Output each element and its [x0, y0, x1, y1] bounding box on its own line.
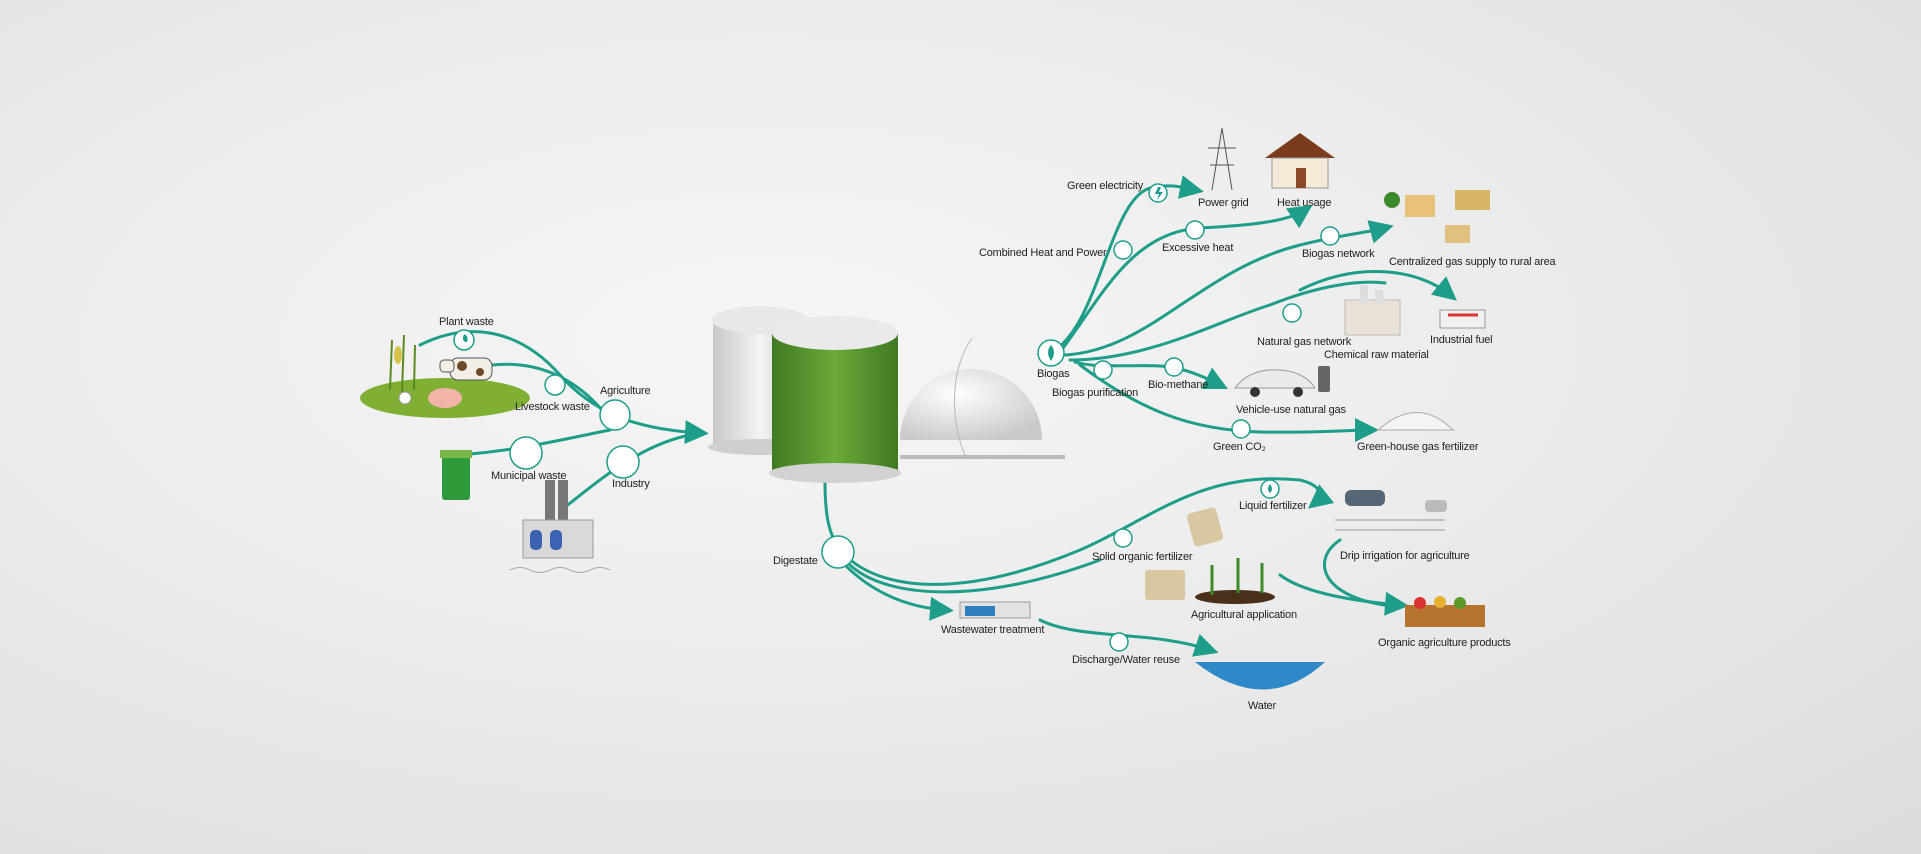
label-biogas-purification: Biogas purification: [1052, 387, 1139, 399]
valve-icon: [1320, 226, 1340, 246]
label-combined-heat-power: Combined Heat and Power: [979, 247, 1107, 259]
power-tower-illustration: [1208, 127, 1236, 191]
label-livestock-waste: Livestock waste: [515, 401, 590, 413]
tractor-icon: [599, 399, 631, 431]
label-natural-gas-network: Natural gas network: [1257, 336, 1352, 348]
fertilizer-bag-illustration: [1145, 507, 1223, 600]
icon-glyphs: [463, 187, 1272, 493]
chicken-illustration: [398, 391, 412, 405]
cow-illustration: [439, 357, 493, 381]
label-organic-products: Organic agriculture products: [1378, 637, 1511, 649]
leaf-small-icon: [1113, 528, 1133, 548]
wastewater-plant-illustration: [959, 601, 1031, 619]
label-heat-usage: Heat usage: [1277, 197, 1332, 209]
label-drip-irrigation: Drip irrigation for agriculture: [1340, 550, 1470, 562]
filter-icon: [1093, 360, 1113, 380]
label-industry: Industry: [612, 478, 650, 490]
label-agriculture: Agriculture: [600, 385, 651, 397]
label-discharge-reuse: Discharge/Water reuse: [1072, 654, 1180, 666]
rural-village-illustration: [1384, 190, 1490, 243]
label-power-grid: Power grid: [1198, 197, 1249, 209]
fan-icon: [1113, 240, 1133, 260]
label-centralized-gas: Centralized gas supply to rural area: [1389, 256, 1556, 268]
label-agri-application: Agricultural application: [1191, 609, 1297, 621]
house-illustration: [1265, 133, 1335, 189]
factory-illustration: [509, 480, 611, 573]
label-biogas: Biogas: [1037, 368, 1070, 380]
label-green-electricity: Green electricity: [1067, 180, 1144, 192]
label-digestate: Digestate: [773, 555, 818, 567]
co2-icon: [1231, 419, 1251, 439]
label-greenhouse-fertilizer: Green-house gas fertilizer: [1357, 441, 1479, 453]
drip-irrigation-illustration: [1335, 490, 1447, 531]
chemical-plant-illustration: [1344, 285, 1401, 336]
label-green-co2: Green CO₂: [1213, 441, 1266, 453]
label-excessive-heat: Excessive heat: [1162, 242, 1234, 254]
factory-icon: [606, 445, 640, 479]
greenhouse-illustration: [1376, 412, 1455, 431]
corn-plants-illustration: [389, 334, 416, 393]
car-illustration: [1233, 366, 1330, 397]
label-water: Water: [1248, 700, 1276, 712]
heat-waves-icon: [1185, 220, 1205, 240]
industrial-fuel-illustration: [1439, 309, 1486, 329]
label-municipal-waste: Municipal waste: [491, 470, 567, 482]
flame-small-icon: [1164, 357, 1184, 377]
label-vehicle-gas: Vehicle-use natural gas: [1236, 404, 1346, 416]
label-solid-fertilizer: Solid organic fertilizer: [1092, 551, 1193, 563]
waves-icon: [1109, 632, 1129, 652]
pig-illustration: [428, 388, 462, 408]
label-industrial-fuel: Industrial fuel: [1430, 334, 1493, 346]
bird-icon: [544, 374, 566, 396]
truck-icon: [509, 436, 543, 470]
label-wastewater-treatment: Wastewater treatment: [941, 624, 1045, 636]
digester-tanks-illustration: [708, 306, 1065, 483]
gas-tap-icon: [1282, 303, 1302, 323]
label-plant-waste: Plant waste: [439, 316, 494, 328]
green-bin-illustration: [440, 450, 472, 500]
label-chemical-raw-material: Chemical raw material: [1324, 349, 1429, 361]
label-bio-methane: Bio-methane: [1148, 379, 1209, 391]
label-liquid-fertilizer: Liquid fertilizer: [1239, 500, 1307, 512]
produce-crate-illustration: [1405, 596, 1485, 627]
seedlings-illustration: [1195, 558, 1275, 604]
water-pond-illustration: [1195, 662, 1325, 690]
digestate-icon: [821, 535, 855, 569]
label-biogas-network: Biogas network: [1302, 248, 1375, 260]
node-icons: [453, 183, 1340, 652]
